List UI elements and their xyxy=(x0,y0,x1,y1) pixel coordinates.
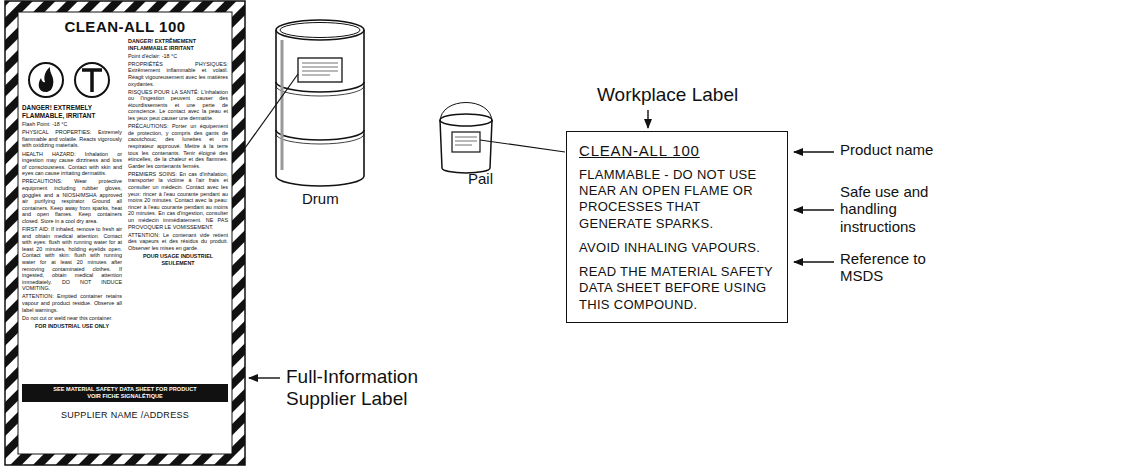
callout-text: Safe use and handling instructions xyxy=(840,183,950,235)
hazard-symbols xyxy=(29,63,109,97)
callout-title: Full-Information Supplier Label xyxy=(286,366,486,410)
callout-text: Reference to MSDS xyxy=(840,250,950,285)
pail-drawing xyxy=(440,103,492,174)
label-text: DANGER! EXTREMELY FLAMMABLE, IRRITANT xyxy=(22,104,122,120)
label-text: Flash Point: -18 °C xyxy=(22,121,122,128)
part-name: Pail xyxy=(468,170,518,187)
label-text: PRÉCAUTIONS: Porter un équipement de pro… xyxy=(128,123,228,169)
label-text: ATTENTION: Emptied container retains vap… xyxy=(22,293,122,313)
part-name: Drum xyxy=(302,190,362,207)
label-text: POUR USAGE INDUSTRIEL SEULEMENT xyxy=(128,253,228,266)
label-text: Do not cut or weld near this container. xyxy=(22,315,122,322)
callout-title: Workplace Label xyxy=(597,84,827,106)
callout-arrows xyxy=(249,110,834,378)
msds-reference: VOIR FICHE SIGNALÉTIQUE xyxy=(22,393,228,400)
label-text: READ THE MATERIAL SAFETY DATA SHEET BEFO… xyxy=(579,264,775,313)
drum-drawing xyxy=(276,20,364,186)
label-text: PREMIERS SOINS: En cas d'inhalation, tra… xyxy=(128,171,228,230)
leader-line xyxy=(245,74,298,148)
label-text: FIRST AID: If inhaled, remove to fresh a… xyxy=(22,226,122,292)
label-text: PROPRIÉTÉS PHYSIQUES: Extrêmement inflam… xyxy=(128,61,228,87)
english-column: DANGER! EXTREMELY FLAMMABLE, IRRITANTFla… xyxy=(22,104,122,331)
label-text: Point d'éclair: -18 °C xyxy=(128,53,228,60)
label-text: PHYSICAL PROPERTIES: Extremely flammable… xyxy=(22,129,122,149)
label-text: DANGER! EXTRÊMEMENT INFLAMMABLE IRRITANT xyxy=(128,38,228,51)
msds-reference: SEE MATERIAL SAFETY DATA SHEET FOR PRODU… xyxy=(22,386,228,393)
label-text: FOR INDUSTRIAL USE ONLY xyxy=(22,323,122,330)
label-text: FLAMMABLE - DO NOT USE NEAR AN OPEN FLAM… xyxy=(579,167,775,232)
leader-line xyxy=(480,140,565,152)
french-column: DANGER! EXTRÊMEMENT INFLAMMABLE IRRITANT… xyxy=(128,38,228,268)
label-text: AVOID INHALING VAPOURS. xyxy=(579,240,775,256)
label-text: RISQUES POUR LA SANTÉ: L'inhalation ou l… xyxy=(128,89,228,122)
workplace-label: CLEAN-ALL 100FLAMMABLE - DO NOT USE NEAR… xyxy=(566,131,788,323)
hatched-border xyxy=(5,1,245,465)
label-text: PRECAUTIONS: Wear protective equipment i… xyxy=(22,178,122,224)
label-text: HEALTH HAZARD: Inhalation or ingestion m… xyxy=(22,151,122,177)
supplier-label: CLEAN-ALL 100DANGER! EXTREMELY FLAMMABLE… xyxy=(18,12,232,454)
label-text: ATTENTION: Le contenant vide retient des… xyxy=(128,232,228,252)
product-name: CLEAN-ALL 100 xyxy=(579,142,775,161)
callout-text: Product name xyxy=(840,141,980,158)
msds-bar xyxy=(22,384,228,402)
product-name: CLEAN-ALL 100 xyxy=(18,18,232,35)
supplier-name: SUPPLIER NAME /ADDRESS xyxy=(18,410,232,420)
